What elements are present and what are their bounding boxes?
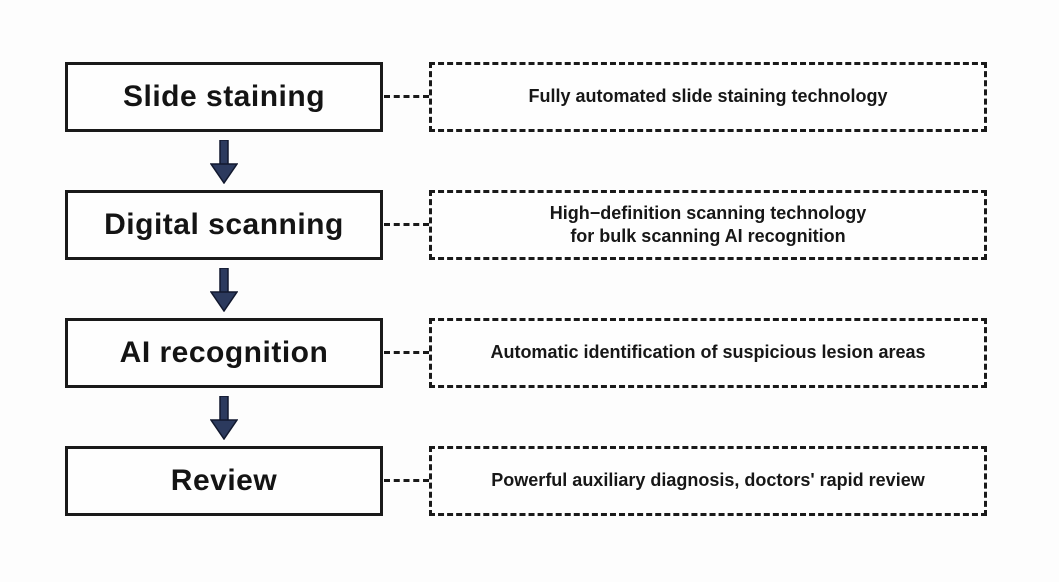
step-label: Slide staining (122, 80, 326, 113)
description-text: Powerful auxiliary diagnosis, doctors' r… (491, 470, 925, 491)
description-box-ai-recognition: Automatic identification of suspicious l… (429, 318, 987, 388)
arrow-down-icon (210, 396, 238, 440)
description-box-review: Powerful auxiliary diagnosis, doctors' r… (429, 446, 987, 516)
flow-row: Review Powerful auxiliary diagnosis, doc… (0, 446, 1059, 516)
dashed-connector (384, 479, 429, 482)
step-label: Review (170, 464, 278, 497)
flow-row: Slide staining Fully automated slide sta… (0, 62, 1059, 132)
step-label: AI recognition (119, 336, 329, 369)
step-box-review: Review (65, 446, 383, 516)
dashed-connector (384, 351, 429, 354)
flow-row: AI recognition Automatic identification … (0, 318, 1059, 388)
step-box-ai-recognition: AI recognition (65, 318, 383, 388)
description-text: High−definition scanning technology for … (549, 202, 867, 246)
description-box-digital-scanning: High−definition scanning technology for … (429, 190, 987, 260)
description-text: Automatic identification of suspicious l… (490, 342, 926, 363)
description-text: Fully automated slide staining technolog… (528, 86, 888, 107)
step-label: Digital scanning (104, 208, 344, 241)
dashed-connector (384, 95, 429, 98)
description-box-slide-staining: Fully automated slide staining technolog… (429, 62, 987, 132)
flow-row: Digital scanning High−definition scannin… (0, 190, 1059, 260)
step-box-digital-scanning: Digital scanning (65, 190, 383, 260)
arrow-down-icon (210, 140, 238, 184)
arrow-down-icon (210, 268, 238, 312)
step-box-slide-staining: Slide staining (65, 62, 383, 132)
dashed-connector (384, 223, 429, 226)
